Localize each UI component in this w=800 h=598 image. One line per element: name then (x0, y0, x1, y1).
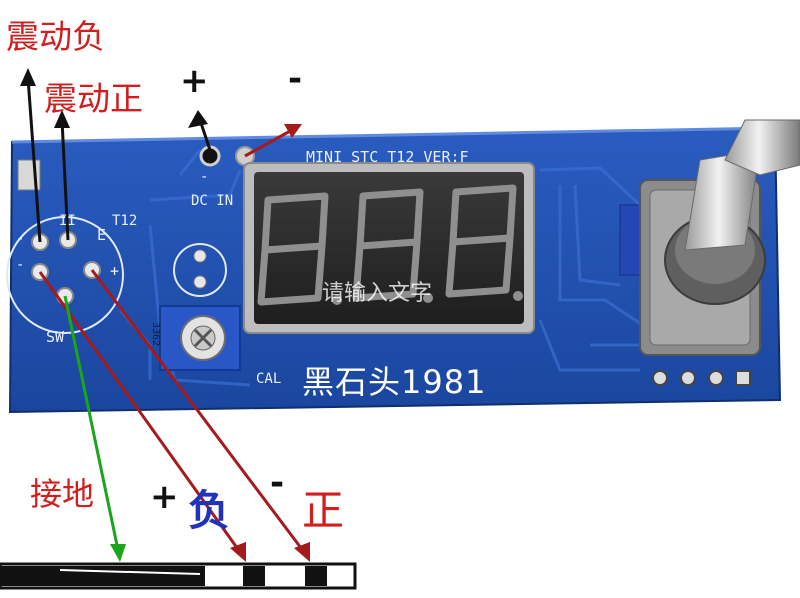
sw-label: SW (46, 328, 65, 346)
label-ground: 接地 (30, 475, 95, 513)
trimmer-code: 3362 (150, 322, 161, 347)
label-vibration-positive: 震动正 (44, 79, 143, 118)
label-negative: 负 (188, 486, 231, 535)
arrowheads-red (230, 124, 310, 562)
soldering-tip-illustration (0, 562, 357, 590)
board-model-label: MINI STC T12 VER:F (306, 148, 469, 166)
label-vibration-negative: 震动负 (6, 17, 105, 56)
pin-plus-label: + (110, 262, 120, 280)
pin-header (652, 370, 751, 386)
arrow-green (63, 295, 120, 551)
dc-minus-mark: - (200, 169, 209, 185)
dc-in-label: DC IN (191, 193, 234, 209)
pin-minus-label: - (16, 231, 25, 247)
sign-plus-bottom: + (150, 477, 179, 517)
t12-label: T12 (112, 213, 138, 229)
label-positive: 正 (302, 486, 345, 535)
sign-minus-bottom: - (270, 463, 285, 503)
watermark-text: 请输入文字 (322, 281, 433, 306)
arrowhead-green (110, 544, 126, 562)
sign-plus-top: + (180, 61, 209, 101)
capacitor-silkscreen (173, 243, 227, 297)
arrowheads-black (20, 68, 208, 128)
rotary-encoder (619, 119, 800, 356)
cal-label: CAL (256, 371, 282, 387)
brand-text: 黑石头1981 (302, 363, 487, 401)
arrows-red (38, 128, 306, 553)
trimmer-potentiometer (159, 305, 241, 371)
pin-minus-label-2: - (16, 257, 25, 273)
pin-e-label: E (97, 226, 107, 244)
display-decimal-points (332, 291, 523, 305)
connector-silkscreen (6, 216, 124, 334)
sign-minus-top: - (288, 59, 303, 99)
display-digits (257, 184, 517, 306)
pin-ii-label: II (59, 213, 76, 229)
